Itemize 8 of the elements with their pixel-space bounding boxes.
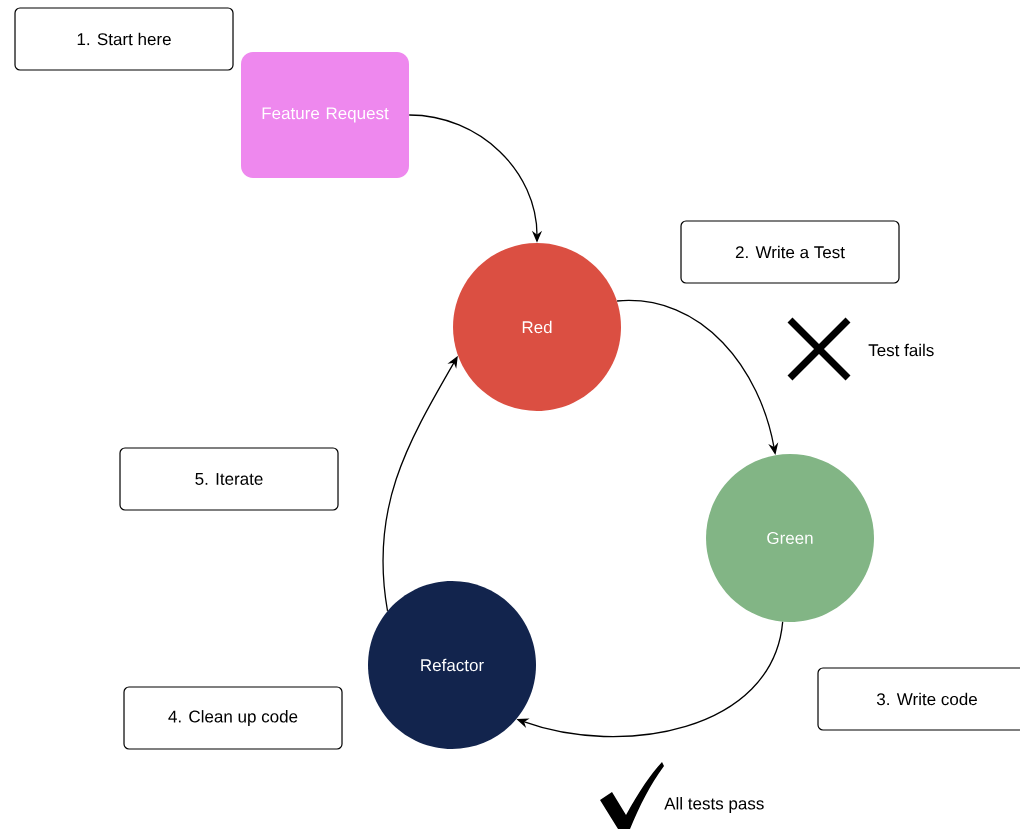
- note-text: Test fails: [868, 343, 934, 357]
- step-box: 3. Write code: [817, 667, 1020, 731]
- request-box: Feature Request: [241, 52, 409, 178]
- step-box: 5. Iterate: [119, 447, 339, 511]
- step-box: 1. Start here: [14, 7, 234, 71]
- step-box: 4. Clean up code: [123, 686, 343, 750]
- step-box: 2. Write a Test: [680, 220, 900, 284]
- note-text: All tests pass: [664, 797, 764, 813]
